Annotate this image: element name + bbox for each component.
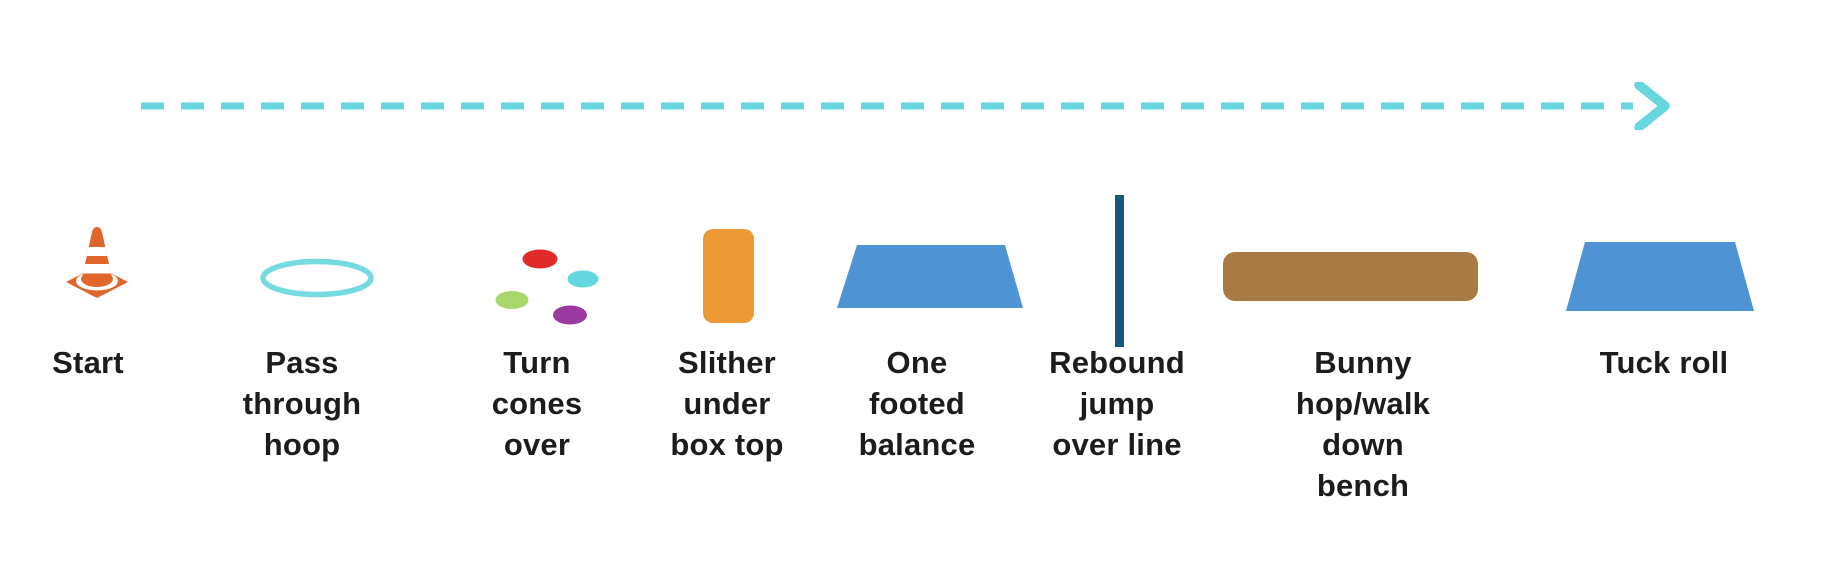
station-label: One footed balance <box>858 345 976 462</box>
bench-icon <box>1223 252 1478 301</box>
spot-green <box>495 291 529 309</box>
station-label: Turn cones over <box>491 345 583 462</box>
spot-markers-icon <box>495 249 599 325</box>
spot-cyan <box>567 270 599 288</box>
spot-red <box>522 249 558 269</box>
station-label: Pass through hoop <box>242 345 362 462</box>
box-top-icon <box>703 229 754 323</box>
station-label: Rebound jump over line <box>1049 345 1185 462</box>
traffic-cone-icon <box>66 227 128 298</box>
station-label: Tuck roll <box>1599 345 1729 380</box>
station-label: Slither under box top <box>670 345 784 462</box>
mat-icon <box>1566 242 1754 311</box>
station-label: Bunny hop/walk down bench <box>1295 345 1431 503</box>
hoop-icon <box>260 258 374 298</box>
line-icon <box>1115 195 1124 347</box>
spot-purple <box>553 305 587 325</box>
flow-arrow <box>141 82 1670 130</box>
flow-arrow-head-icon <box>1634 82 1670 130</box>
balance-mat-icon <box>837 245 1023 308</box>
station-label: Start <box>52 345 124 380</box>
